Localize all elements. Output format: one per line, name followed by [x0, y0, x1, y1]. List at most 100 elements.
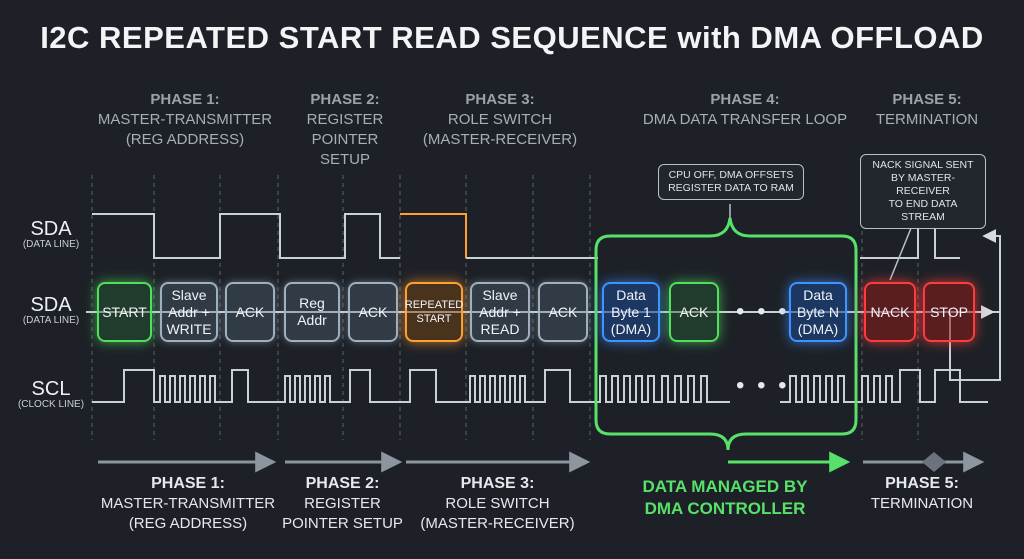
phase-3-line-1: ROLE SWITCH	[447, 111, 553, 128]
ellipsis-scl: • • •	[736, 372, 790, 399]
sda-top-sub: (DATA LINE)	[22, 239, 80, 250]
phase-5-marker	[922, 452, 946, 472]
phase-2-heading: PHASE 2: REGISTER POINTER SETUP	[290, 90, 400, 170]
nack-box: NACK	[864, 282, 916, 342]
dma-controller-label: DATA MANAGED BY DMA CONTROLLER	[620, 476, 830, 520]
reg-addr-line-2: Addr	[297, 312, 327, 328]
sda-mid-name: SDA	[30, 294, 72, 316]
phase-1-footer-line-1: MASTER-TRANSMITTER	[100, 495, 276, 512]
ack-box-1: ACK	[225, 282, 275, 342]
phase-3-footer: PHASE 3: ROLE SWITCH (MASTER-RECEIVER)	[405, 474, 590, 534]
slave-addr-read-line-1: Slave	[482, 286, 518, 303]
nack-label: NACK	[870, 303, 910, 320]
repeated-start-line-1: REPEATED	[404, 299, 464, 311]
feedback-arrow	[949, 229, 1001, 381]
ack-box-dma: ACK	[669, 282, 719, 342]
phase-1-footer: PHASE 1: MASTER-TRANSMITTER (REG ADDRESS…	[88, 474, 288, 534]
phase-1-footer-number: PHASE 1:	[151, 475, 225, 492]
repeated-start-box: REPEATED START	[405, 282, 463, 342]
data-byte-1-line-1: Data	[616, 286, 646, 303]
slave-addr-write-box: Slave Addr + WRITE	[160, 282, 218, 342]
slave-addr-read-line-2: Addr +	[479, 303, 521, 320]
dma-label-line-1: DATA MANAGED BY	[642, 477, 808, 496]
ellipsis-top: • • •	[736, 298, 790, 325]
reg-addr-line-1: Reg	[299, 295, 325, 311]
phase-3-footer-number: PHASE 3:	[460, 475, 535, 492]
phase-1-line-1: MASTER-TRANSMITTER	[97, 111, 273, 128]
slave-addr-write-line-2: Addr +	[168, 303, 210, 320]
stop-label: STOP	[930, 303, 968, 320]
sda-repeated-start-segment	[400, 213, 467, 258]
phase-3-number: PHASE 3:	[465, 91, 535, 108]
phase-1-number: PHASE 1:	[150, 91, 220, 108]
reg-addr-box: Reg Addr	[284, 282, 340, 342]
scl-waveform-2	[780, 369, 988, 403]
nack-callout-line-2: BY MASTER-RECEIVER	[891, 172, 955, 197]
sda-top-waveform	[92, 213, 400, 259]
phase-2-number: PHASE 2:	[310, 91, 380, 108]
phase-2-line-2: POINTER	[311, 131, 379, 148]
phase-2-footer-line-2: POINTER SETUP	[282, 515, 403, 532]
slave-addr-read-line-3: READ	[480, 320, 520, 337]
ack-3-label: ACK	[548, 303, 578, 320]
phase-5-line-1: TERMINATION	[875, 111, 979, 128]
phase-4-line-1: DMA DATA TRANSFER LOOP	[642, 111, 848, 128]
start-box: START	[97, 282, 152, 342]
phase-1-heading: PHASE 1: MASTER-TRANSMITTER (REG ADDRESS…	[80, 90, 290, 150]
start-label: START	[102, 303, 147, 320]
phase-1-footer-line-2: (REG ADDRESS)	[128, 515, 248, 532]
stop-box: STOP	[923, 282, 975, 342]
data-byte-1-line-2: Byte 1	[611, 303, 651, 320]
phase-4-number: PHASE 4:	[710, 91, 780, 108]
scl-label: SCL (CLOCK LINE)	[6, 378, 96, 410]
scl-waveform-1	[92, 369, 730, 403]
sda-mid-sub: (DATA LINE)	[22, 315, 80, 326]
nack-callout-line-1: NACK SIGNAL SENT	[872, 159, 974, 171]
phase-3-footer-line-1: ROLE SWITCH	[445, 495, 550, 512]
data-byte-n-line-3: (DMA)	[797, 320, 839, 337]
phase-5-footer-number: PHASE 5:	[885, 475, 959, 492]
phase-5-number: PHASE 5:	[892, 91, 962, 108]
phase-2-line-1: REGISTER	[306, 111, 384, 128]
phase-3-footer-line-2: (MASTER-RECEIVER)	[420, 515, 575, 532]
ack-1-label: ACK	[235, 303, 265, 320]
ack-dma-label: ACK	[679, 303, 709, 320]
ack-2-label: ACK	[358, 303, 388, 320]
data-byte-1-box: Data Byte 1 (DMA)	[602, 282, 660, 342]
ack-box-3: ACK	[538, 282, 588, 342]
phase-5-heading: PHASE 5: TERMINATION	[862, 90, 992, 130]
phase-1-line-2: (REG ADDRESS)	[125, 131, 245, 148]
phase-3-line-2: (MASTER-RECEIVER)	[422, 131, 578, 148]
sda-top-name: SDA	[30, 218, 72, 240]
phase-5-footer: PHASE 5: TERMINATION	[862, 474, 982, 514]
phase-2-footer-number: PHASE 2:	[305, 475, 380, 492]
phase-5-footer-line-1: TERMINATION	[870, 495, 974, 512]
nack-callout: NACK SIGNAL SENT BY MASTER-RECEIVER TO E…	[860, 154, 986, 229]
repeated-start-line-2: START	[416, 313, 452, 325]
scl-sub: (CLOCK LINE)	[17, 399, 85, 410]
dma-callout-line-2: REGISTER DATA TO RAM	[668, 182, 794, 194]
slave-addr-write-line-3: WRITE	[166, 320, 212, 337]
sda-mid-label: SDA (DATA LINE)	[6, 294, 96, 326]
data-byte-n-line-1: Data	[803, 286, 833, 303]
phase-2-line-3: SETUP	[319, 151, 370, 168]
slave-addr-read-box: Slave Addr + READ	[470, 282, 530, 342]
data-byte-n-box: Data Byte N (DMA)	[789, 282, 847, 342]
data-byte-n-line-2: Byte N	[796, 303, 839, 320]
dma-callout-line-1: CPU OFF, DMA OFFSETS	[668, 169, 794, 181]
phase-3-heading: PHASE 3: ROLE SWITCH (MASTER-RECEIVER)	[405, 90, 595, 150]
dma-label-line-2: DMA CONTROLLER	[644, 499, 806, 518]
sda-top-label: SDA (DATA LINE)	[6, 218, 96, 250]
slave-addr-write-line-1: Slave	[171, 286, 207, 303]
scl-name: SCL	[31, 378, 71, 400]
phase-2-footer: PHASE 2: REGISTER POINTER SETUP	[280, 474, 405, 534]
data-byte-1-line-3: (DMA)	[610, 320, 652, 337]
phase-2-footer-line-1: REGISTER	[304, 495, 381, 512]
nack-callout-line-3: TO END DATA STREAM	[888, 198, 958, 223]
dma-bracket	[594, 217, 858, 451]
phase-4-heading: PHASE 4: DMA DATA TRANSFER LOOP	[630, 90, 860, 130]
dma-callout: CPU OFF, DMA OFFSETS REGISTER DATA TO RA…	[658, 164, 804, 200]
ack-box-2: ACK	[348, 282, 398, 342]
page-title: I2C REPEATED START READ SEQUENCE with DM…	[40, 20, 984, 55]
